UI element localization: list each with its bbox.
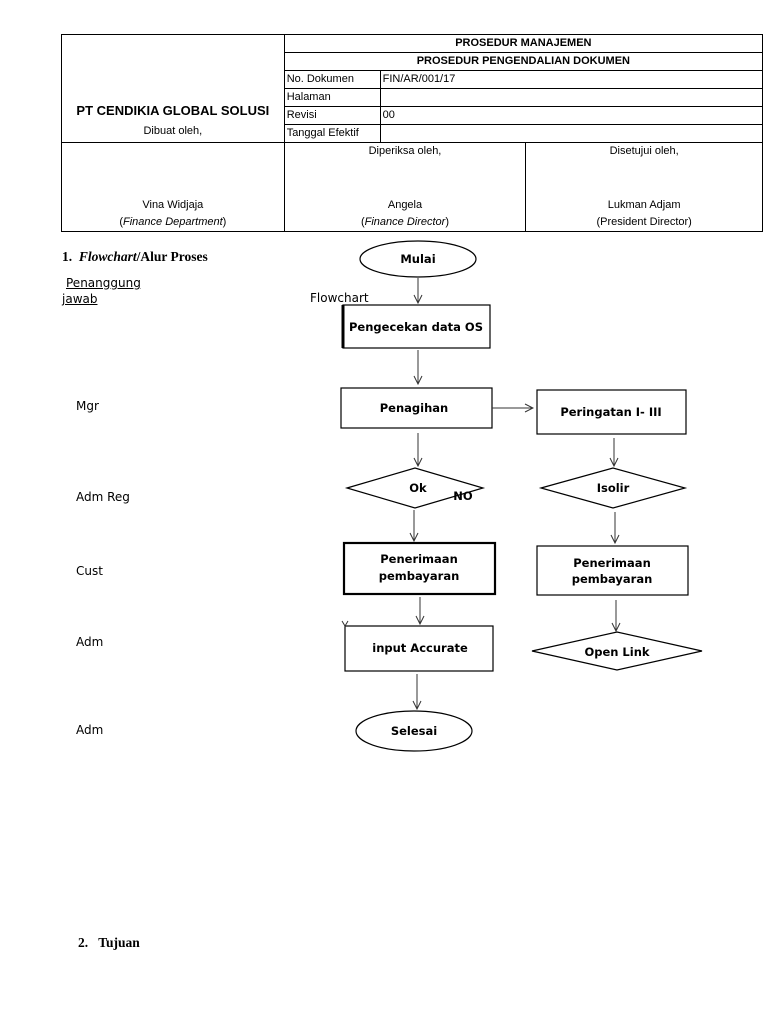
ok-decision [344, 467, 486, 509]
payment-left-line1: Penerimaan [380, 552, 458, 566]
field-value: FIN/AR/001/17 [379, 70, 764, 89]
section-title: /Alur Proses [136, 249, 208, 264]
input-label: input Accurate [372, 641, 468, 655]
flowchart-column-header: Flowchart [310, 291, 369, 305]
approver-role: Disetujui oleh, [609, 145, 679, 157]
signature-reviewer: Diperiksa oleh, Angela (Finance Director… [283, 142, 527, 232]
start-label: Mulai [400, 252, 435, 266]
payment-left-line2: pembayaran [379, 569, 460, 583]
made-by-label: Dibuat oleh, [143, 125, 203, 137]
responsible-line1: Penanggung [66, 276, 141, 290]
role-label: Adm [76, 635, 104, 649]
end-label: Selesai [391, 724, 437, 738]
field-label: Tanggal Efektif [283, 124, 381, 143]
isolate-decision [538, 467, 688, 509]
role-label: Mgr [76, 399, 99, 413]
signer-name: Angela [387, 199, 423, 211]
ok-label: Ok [409, 481, 427, 495]
check-label: Pengecekan data OS [349, 320, 483, 334]
signer-position: Finance Director [364, 216, 446, 228]
open-link-decision [531, 631, 703, 671]
signer-position: Finance Department [123, 216, 223, 228]
payment-right-line1: Penerimaan [573, 556, 651, 570]
section-title-italic: Flowchart [78, 249, 137, 264]
input-accurate-box [344, 625, 494, 672]
isolate-label: Isolir [597, 481, 630, 495]
responsible-line2: jawab [62, 292, 98, 306]
payment-right-box [536, 545, 689, 596]
billing-process-box [340, 387, 493, 429]
signature-creator: Vina Widjaja (Finance Department) [61, 142, 285, 232]
signer-position: President Director [600, 216, 689, 228]
section-1-heading: 1. Flowchart/Alur Proses [62, 249, 208, 265]
section-number: 1. [62, 249, 73, 264]
role-label: Adm [76, 723, 104, 737]
warning-label: Peringatan I- III [560, 405, 661, 419]
signer-name: Lukman Adjam [607, 199, 681, 211]
document-header-table: PT CENDIKIA GLOBAL SOLUSI Dibuat oleh, P… [61, 34, 764, 232]
billing-label: Penagihan [380, 401, 448, 415]
open-link-label: Open Link [584, 645, 649, 659]
responsible-column-header: Penanggung jawab [62, 275, 141, 307]
company-name: PT CENDIKIA GLOBAL SOLUSI [76, 103, 270, 118]
payment-left-box [342, 541, 497, 596]
signature-approver: Disetujui oleh, Lukman Adjam (President … [525, 142, 763, 232]
company-cell: PT CENDIKIA GLOBAL SOLUSI Dibuat oleh, [61, 34, 285, 143]
start-terminator [359, 240, 477, 278]
section-2-heading: 2. Tujuan [78, 935, 140, 951]
warning-process-box [536, 389, 687, 435]
role-label: Adm Reg [76, 490, 130, 504]
section-title: Tujuan [98, 935, 140, 950]
no-label: NO [453, 489, 473, 503]
reviewer-role: Diperiksa oleh, [368, 145, 442, 157]
payment-right-line2: pembayaran [572, 572, 653, 586]
section-number: 2. [78, 935, 89, 950]
signer-name: Vina Widjaja [142, 199, 204, 211]
end-terminator [355, 710, 473, 752]
check-process-box [342, 304, 491, 349]
role-label: Cust [76, 564, 103, 578]
